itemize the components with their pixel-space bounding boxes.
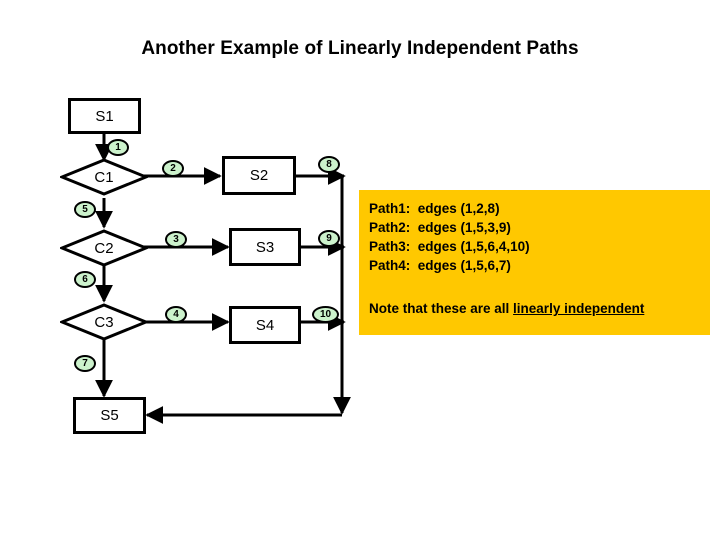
node-s5: S5 xyxy=(73,397,146,434)
node-s1: S1 xyxy=(68,98,141,134)
path-row: Path2: edges (1,5,3,9) xyxy=(369,218,530,237)
path-3-edges: edges (1,5,6,4,10) xyxy=(417,239,530,254)
node-s2-label: S2 xyxy=(249,167,269,184)
callout-note-emphasis: linearly independent xyxy=(513,301,645,316)
node-s3-label: S3 xyxy=(255,238,275,256)
node-s5-label: S5 xyxy=(100,407,119,424)
edge-label-6-text: 6 xyxy=(82,274,88,285)
edge-label-5-text: 5 xyxy=(82,204,88,215)
path-1-name: Path1: xyxy=(369,201,411,216)
path-3-name: Path3: xyxy=(369,239,411,254)
node-c2-label: C2 xyxy=(94,239,114,257)
edge-label-1-text: 1 xyxy=(115,142,121,153)
node-c1-label: C1 xyxy=(94,168,114,186)
edge-label-5: 5 xyxy=(74,201,96,218)
node-c2: C2 xyxy=(60,229,148,267)
page-title: Another Example of Linearly Independent … xyxy=(141,38,579,59)
callout-note-prefix: Note that these are all xyxy=(369,301,514,316)
edge-label-9: 9 xyxy=(318,230,340,247)
edge-label-3-text: 3 xyxy=(173,234,179,245)
node-s4-label: S4 xyxy=(255,316,275,334)
path-list: Path1: edges (1,2,8) Path2: edges (1,5,3… xyxy=(369,199,530,275)
edge-label-6: 6 xyxy=(74,271,96,288)
path-row: Path4: edges (1,5,6,7) xyxy=(369,256,530,275)
node-c3: C3 xyxy=(60,303,148,341)
edge-label-2-text: 2 xyxy=(170,163,176,174)
edge-label-9-text: 9 xyxy=(326,233,332,244)
node-s4: S4 xyxy=(229,306,301,344)
edge-label-1: 1 xyxy=(107,139,129,156)
node-s3: S3 xyxy=(229,228,301,266)
edge-label-10: 10 xyxy=(312,306,339,323)
node-c1: C1 xyxy=(60,158,148,196)
path-2-edges: edges (1,5,3,9) xyxy=(417,220,511,235)
path-4-name: Path4: xyxy=(369,258,411,273)
edge-label-4: 4 xyxy=(165,306,187,323)
node-c3-label: C3 xyxy=(94,313,114,331)
edge-label-4-text: 4 xyxy=(173,309,179,320)
node-s1-label: S1 xyxy=(95,107,114,125)
callout-note: Note that these are all linearly indepen… xyxy=(369,301,644,316)
edge-label-7: 7 xyxy=(74,355,96,372)
path-row: Path1: edges (1,2,8) xyxy=(369,199,530,218)
edge-label-8: 8 xyxy=(318,156,340,173)
edge-label-10-text: 10 xyxy=(319,309,332,320)
path-4-edges: edges (1,5,6,7) xyxy=(417,258,511,273)
path-2-name: Path2: xyxy=(369,220,411,235)
path-row: Path3: edges (1,5,6,4,10) xyxy=(369,237,530,256)
path-1-edges: edges (1,2,8) xyxy=(417,201,500,216)
edge-label-2: 2 xyxy=(162,160,184,177)
edge-label-8-text: 8 xyxy=(326,159,332,170)
node-s2: S2 xyxy=(222,156,296,195)
paths-callout: Path1: edges (1,2,8) Path2: edges (1,5,3… xyxy=(359,190,710,335)
edge-label-3: 3 xyxy=(165,231,187,248)
edge-label-7-text: 7 xyxy=(82,358,88,369)
